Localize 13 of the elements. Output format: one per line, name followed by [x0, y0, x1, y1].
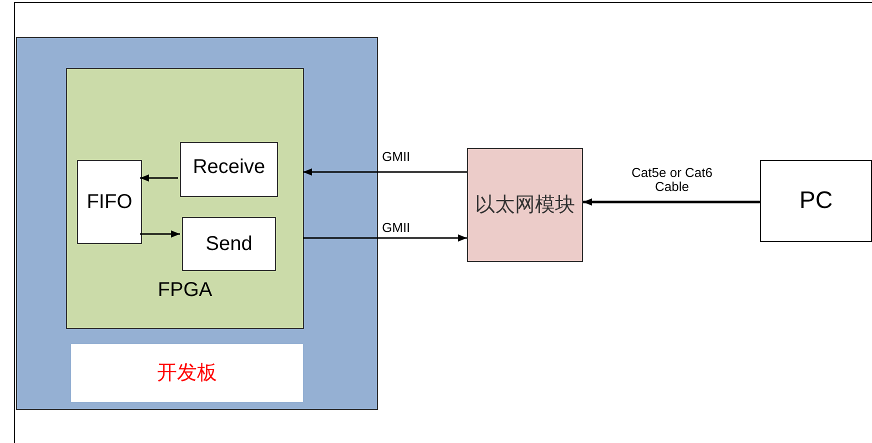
arrow	[303, 234, 467, 242]
board-label: 开发板	[71, 344, 303, 402]
arrow	[583, 198, 760, 206]
send-box: Send	[182, 217, 276, 271]
fifo-box: FIFO	[77, 160, 142, 244]
arrow	[140, 230, 180, 238]
fpga-box: FPGA FIFO Receive Send	[66, 68, 304, 329]
ethernet-module-box: 以太网模块	[467, 148, 583, 262]
arrow	[303, 168, 467, 176]
arrow	[140, 174, 178, 182]
board-panel	[16, 37, 378, 410]
receive-box: Receive	[180, 142, 278, 197]
pc-box: PC	[760, 160, 872, 242]
